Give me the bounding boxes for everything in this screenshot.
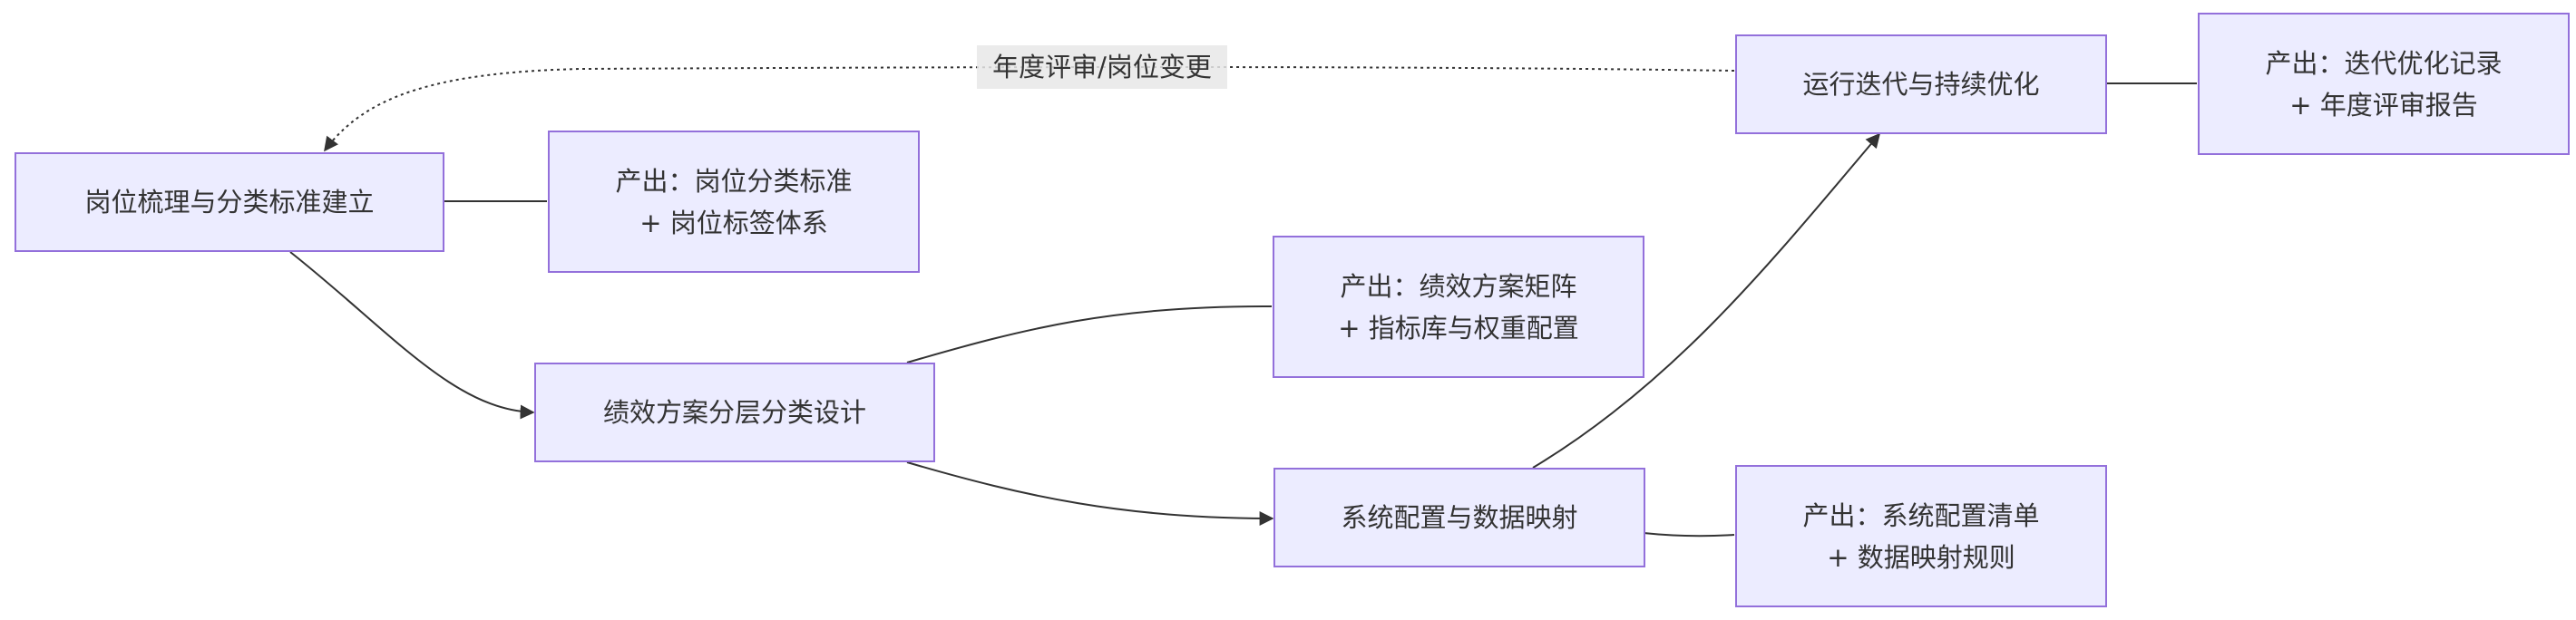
link-perf-design-output [906,305,1273,363]
arrow-perf-design-to-system-config [906,461,1274,526]
link-system-config-output [1643,532,1735,538]
edge-label-feedback: 年度评审/岗位变更 [977,45,1227,89]
node-job-sorting-output-line-1: 产出：岗位分类标准 [615,165,853,197]
node-perf-design[interactable]: 绩效方案分层分类设计 [534,363,935,462]
node-iteration-line-1: 运行迭代与持续优化 [1802,69,2040,100]
node-perf-design-output[interactable]: 产出：绩效方案矩阵 + 指标库与权重配置 [1273,236,1644,378]
node-job-sorting-line-1: 岗位梳理与分类标准建立 [84,187,375,218]
node-job-sorting-output-line-2: + 岗位标签体系 [639,207,828,238]
node-perf-design-line-1: 绩效方案分层分类设计 [602,397,866,428]
node-system-config-output-line-2: + 数据映射规则 [1827,541,2015,573]
arrow-job-sorting-to-perf-design [289,251,535,420]
arrow-feedback-iteration-to-job-sorting [324,66,1735,152]
node-iteration-output-line-1: 产出：迭代优化记录 [2265,47,2503,79]
node-job-sorting-output[interactable]: 产出：岗位分类标准 + 岗位标签体系 [548,131,920,273]
node-system-config-line-1: 系统配置与数据映射 [1341,502,1578,533]
arrow-system-config-to-iteration [1532,132,1881,469]
node-system-config-output-line-1: 产出：系统配置清单 [1802,499,2040,531]
node-system-config[interactable]: 系统配置与数据映射 [1273,468,1645,567]
node-iteration-output[interactable]: 产出：迭代优化记录 + 年度评审报告 [2198,13,2570,155]
node-system-config-output[interactable]: 产出：系统配置清单 + 数据映射规则 [1735,465,2107,607]
node-job-sorting[interactable]: 岗位梳理与分类标准建立 [15,152,444,252]
node-iteration[interactable]: 运行迭代与持续优化 [1735,34,2107,134]
node-perf-design-output-line-2: + 指标库与权重配置 [1338,312,1579,344]
node-iteration-output-line-2: + 年度评审报告 [2289,89,2478,121]
node-perf-design-output-line-1: 产出：绩效方案矩阵 [1340,270,1577,302]
